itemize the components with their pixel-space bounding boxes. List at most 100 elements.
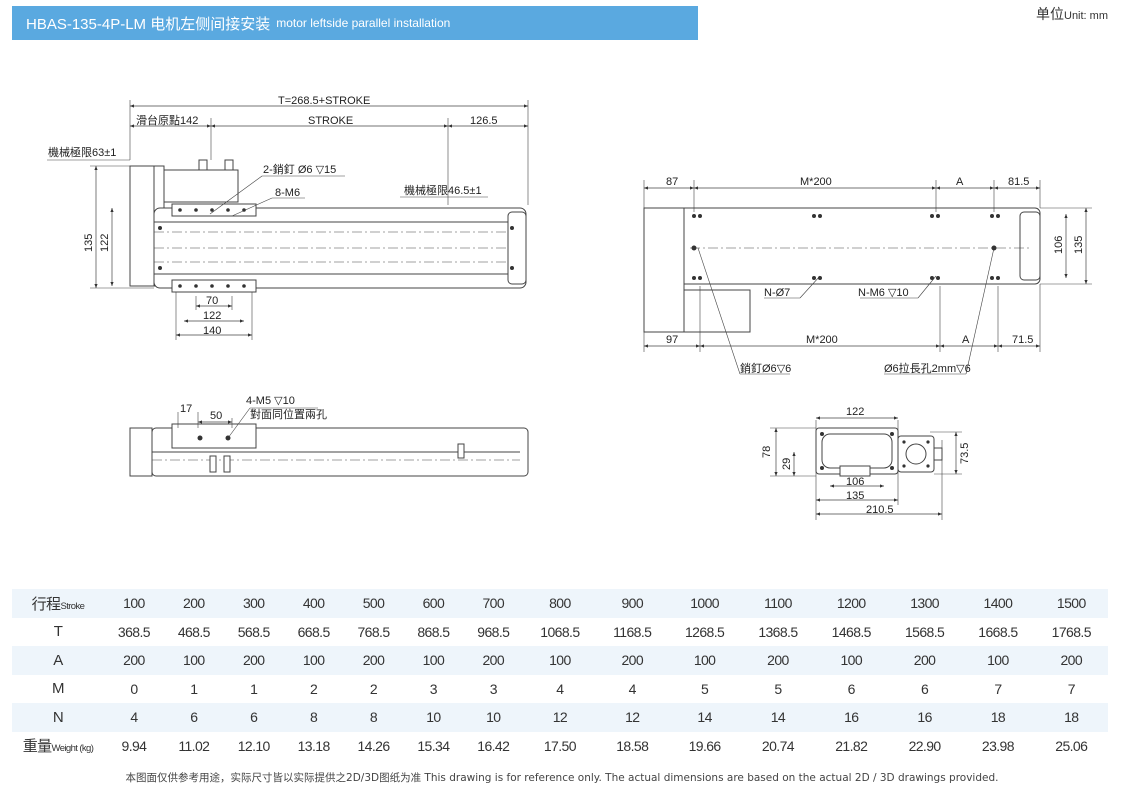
table-cell: 100: [814, 646, 888, 675]
table-cell: 8: [343, 703, 404, 732]
table-cell: 6: [887, 674, 962, 703]
table-cell: 200: [596, 646, 668, 675]
dim-width-122: 122: [846, 406, 864, 418]
table-cell: 868.5: [403, 617, 464, 646]
side-view-labels: 17 50 4-M5 ▽10 對面同位置兩孔: [180, 395, 327, 422]
table-cell: 12: [596, 703, 668, 732]
table-cell: 6: [814, 674, 888, 703]
table-cell: 200: [463, 646, 524, 675]
row-header: T: [12, 617, 104, 646]
table-cell: 1: [163, 674, 224, 703]
table-cell: 12.10: [223, 731, 284, 760]
table-cell: 968.5: [463, 617, 524, 646]
row-label: N: [52, 708, 64, 726]
table-cell: 1668.5: [961, 617, 1035, 646]
table-cell: 1568.5: [887, 617, 962, 646]
dim-height-122: 122: [99, 234, 111, 252]
table-cell: 18.58: [596, 731, 668, 760]
technical-drawing: T=268.5+STROKE 滑台原點142 STROKE 126.5 機械極限…: [47, 95, 1092, 520]
dim-opposite-note: 對面同位置兩孔: [250, 407, 327, 421]
dim-mech-limit-left: 機械極限63±1: [48, 145, 116, 159]
table-cell: 16.42: [463, 731, 524, 760]
table-cell: 14: [667, 703, 742, 732]
dim-height-73-5: 73.5: [959, 443, 971, 464]
table-cell: 4: [523, 674, 597, 703]
top-view-holes: [158, 208, 514, 288]
dim-height-78: 78: [761, 446, 773, 458]
dim-97: 97: [666, 334, 678, 346]
table-cell: 7: [1034, 674, 1108, 703]
dim-stroke: STROKE: [308, 115, 353, 127]
unit-label: 单位Unit: mm: [1036, 4, 1108, 24]
table-cell: 200: [163, 589, 224, 618]
table-cell: 15.34: [403, 731, 464, 760]
table-cell: 8: [283, 703, 344, 732]
table-cell: 5: [667, 674, 742, 703]
row-header: A: [12, 646, 104, 675]
dim-81-5: 81.5: [1008, 176, 1029, 188]
dim-m6: 8-M6: [275, 187, 300, 199]
dim-a-bottom: A: [962, 334, 970, 346]
dim-pin: 2-銷釘 Ø6 ▽15: [263, 162, 336, 176]
table-cell: 5: [741, 674, 815, 703]
table-cell: 668.5: [283, 617, 344, 646]
unit-en: Unit: mm: [1064, 10, 1108, 22]
dim-width-135: 135: [846, 490, 864, 502]
row-label: 行程: [31, 595, 61, 613]
side-view-holes: [197, 435, 231, 441]
table-cell: 1300: [887, 589, 962, 618]
table-cell: 800: [523, 589, 597, 618]
end-view-labels: 122 78 29 73.5 106 135 210.5: [761, 406, 971, 516]
dim-bottom-140: 140: [203, 325, 221, 337]
dim-height-135: 135: [1073, 236, 1085, 254]
table-cell: 368.5: [104, 617, 164, 646]
row-header: M: [12, 674, 104, 703]
table-cell: 6: [223, 703, 284, 732]
table-cell: 200: [343, 646, 404, 675]
table-cell: 100: [163, 646, 224, 675]
dim-pin-6: 銷釘Ø6▽6: [740, 361, 791, 375]
table-cell: 3: [403, 674, 464, 703]
table-cell: 200: [741, 646, 815, 675]
dim-width-106: 106: [846, 476, 864, 488]
table-cell: 4: [596, 674, 668, 703]
table-cell: 23.98: [961, 731, 1035, 760]
dim-87: 87: [666, 176, 678, 188]
side-view: [129, 407, 529, 477]
dim-50: 50: [210, 410, 222, 422]
table-cell: 1268.5: [667, 617, 742, 646]
table-cell: 12: [523, 703, 597, 732]
dim-width-210-5: 210.5: [866, 504, 894, 516]
table-cell: 11.02: [163, 731, 224, 760]
table-cell: 200: [887, 646, 962, 675]
table-cell: 1468.5: [814, 617, 888, 646]
table-cell: 500: [343, 589, 404, 618]
end-view: [770, 416, 962, 520]
row-header: N: [12, 703, 104, 732]
dim-71-5: 71.5: [1012, 334, 1033, 346]
table-cell: 1100: [741, 589, 815, 618]
row-label: M: [52, 680, 65, 698]
dim-height-106: 106: [1053, 236, 1065, 254]
table-cell: 10: [403, 703, 464, 732]
table-cell: 468.5: [163, 617, 224, 646]
top-view: [47, 100, 529, 340]
table-cell: 100: [961, 646, 1035, 675]
table-cell: 1: [223, 674, 284, 703]
title-bar: HBAS-135-4P-LM 电机左侧间接安装 motor leftside p…: [12, 6, 698, 40]
table-cell: 200: [223, 646, 284, 675]
dim-a-top: A: [956, 176, 964, 188]
table-cell: 1200: [814, 589, 888, 618]
table-cell: 19.66: [667, 731, 742, 760]
dim-17: 17: [180, 403, 192, 415]
table-cell: 9.94: [104, 731, 164, 760]
end-view-holes: [820, 432, 930, 470]
table-cell: 16: [814, 703, 888, 732]
dim-origin: 滑台原點142: [136, 113, 198, 127]
row-label: T: [53, 623, 63, 641]
